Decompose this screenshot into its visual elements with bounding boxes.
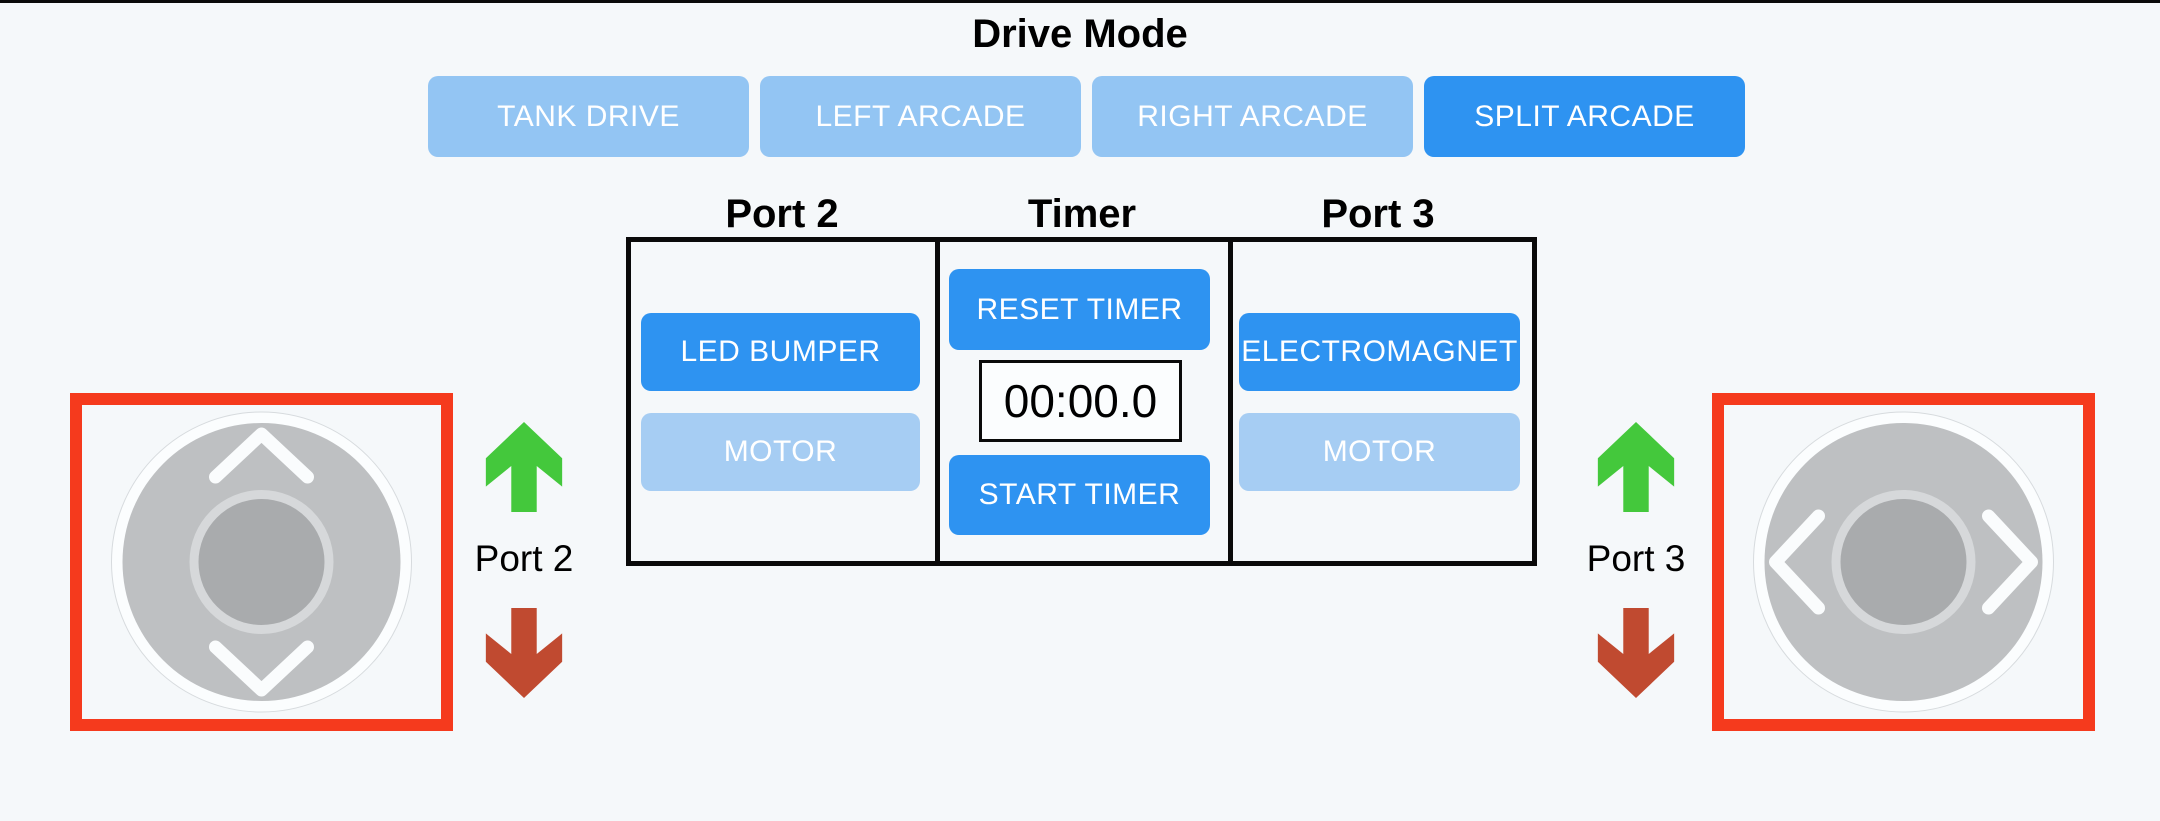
- table-divider: [935, 242, 940, 561]
- chevron-left-icon: [1769, 509, 1825, 615]
- top-bar: [0, 0, 2160, 3]
- joystick-knob[interactable]: [198, 499, 325, 625]
- column-header-timer: Timer: [1027, 192, 1137, 236]
- drive-mode-button-right-arcade[interactable]: RIGHT ARCADE: [1092, 76, 1413, 157]
- drive-mode-button-tank[interactable]: TANK DRIVE: [428, 76, 749, 157]
- column-header-port3: Port 3: [1321, 192, 1435, 236]
- drive-mode-button-split-arcade[interactable]: SPLIT ARCADE: [1424, 76, 1745, 157]
- reset-timer-button[interactable]: RESET TIMER: [949, 269, 1210, 350]
- timer-display: 00:00.0: [979, 360, 1182, 442]
- up-arrow-icon: [485, 422, 563, 512]
- drive-mode-title: Drive Mode: [972, 12, 1188, 56]
- right-stick-port-label: Port 3: [1586, 538, 1686, 579]
- up-arrow-icon: [1597, 422, 1675, 512]
- drive-mode-button-left-arcade[interactable]: LEFT ARCADE: [760, 76, 1081, 157]
- right-joystick-zone[interactable]: [1712, 393, 2095, 731]
- table-divider: [1228, 242, 1233, 561]
- down-arrow-icon: [1597, 608, 1675, 698]
- chevron-up-icon: [209, 427, 314, 484]
- device-control-table: [626, 237, 1537, 566]
- column-header-port2: Port 2: [725, 192, 839, 236]
- led-bumper-button[interactable]: LED BUMPER: [641, 313, 920, 391]
- left-stick-port-label: Port 2: [474, 538, 574, 579]
- start-timer-button[interactable]: START TIMER: [949, 455, 1210, 535]
- left-joystick-zone[interactable]: [70, 393, 453, 731]
- chevron-down-icon: [209, 640, 314, 697]
- joystick-vertical-icon[interactable]: [82, 405, 441, 719]
- chevron-right-icon: [1982, 509, 2038, 615]
- motor-button-port3[interactable]: MOTOR: [1239, 413, 1520, 491]
- joystick-horizontal-icon[interactable]: [1724, 405, 2083, 719]
- motor-button-port2[interactable]: MOTOR: [641, 413, 920, 491]
- joystick-knob[interactable]: [1840, 499, 1967, 625]
- electromagnet-button[interactable]: ELECTROMAGNET: [1239, 313, 1520, 391]
- down-arrow-icon: [485, 608, 563, 698]
